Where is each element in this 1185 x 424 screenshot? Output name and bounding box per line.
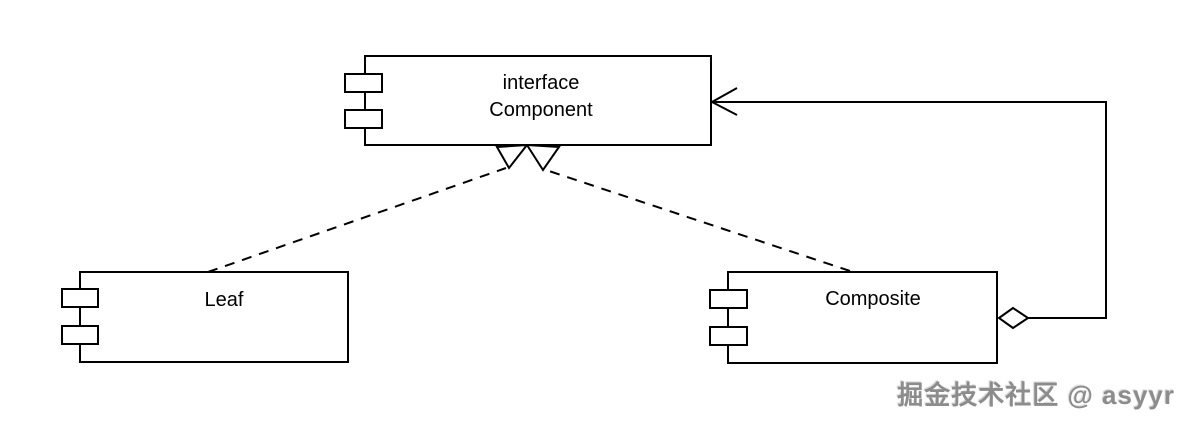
realization-dashed-line-right	[545, 169, 851, 272]
edge-leaf-realizes-component	[207, 143, 530, 273]
composite-box	[727, 271, 998, 364]
leaf-box	[79, 271, 349, 363]
edge-composite-aggregates-component	[709, 87, 1107, 330]
node-component: interface Component	[344, 55, 712, 146]
leaf-port-icon	[61, 325, 99, 345]
component-port-icon	[344, 73, 383, 93]
realization-triangle-right	[525, 143, 561, 172]
composite-port-icon	[709, 326, 748, 346]
component-stereotype-label: interface	[503, 72, 580, 94]
leaf-name-label: Leaf	[205, 289, 244, 311]
component-port-icon	[344, 109, 383, 129]
aggregation-line	[713, 101, 1107, 319]
component-box	[364, 55, 712, 146]
leaf-port-icon	[61, 288, 99, 308]
composite-port-icon	[709, 289, 748, 309]
composite-name-label: Composite	[825, 288, 921, 310]
watermark-text: 掘金技术社区 @ asyyr	[897, 380, 1175, 410]
aggregation-diamond-icon	[997, 306, 1030, 330]
realization-triangle-left	[495, 143, 530, 170]
component-name-label: Component	[489, 99, 593, 121]
node-leaf: Leaf	[61, 271, 349, 363]
edge-composite-realizes-component	[525, 143, 851, 272]
realization-dashed-line-left	[207, 167, 507, 273]
node-composite: Composite	[709, 271, 998, 364]
